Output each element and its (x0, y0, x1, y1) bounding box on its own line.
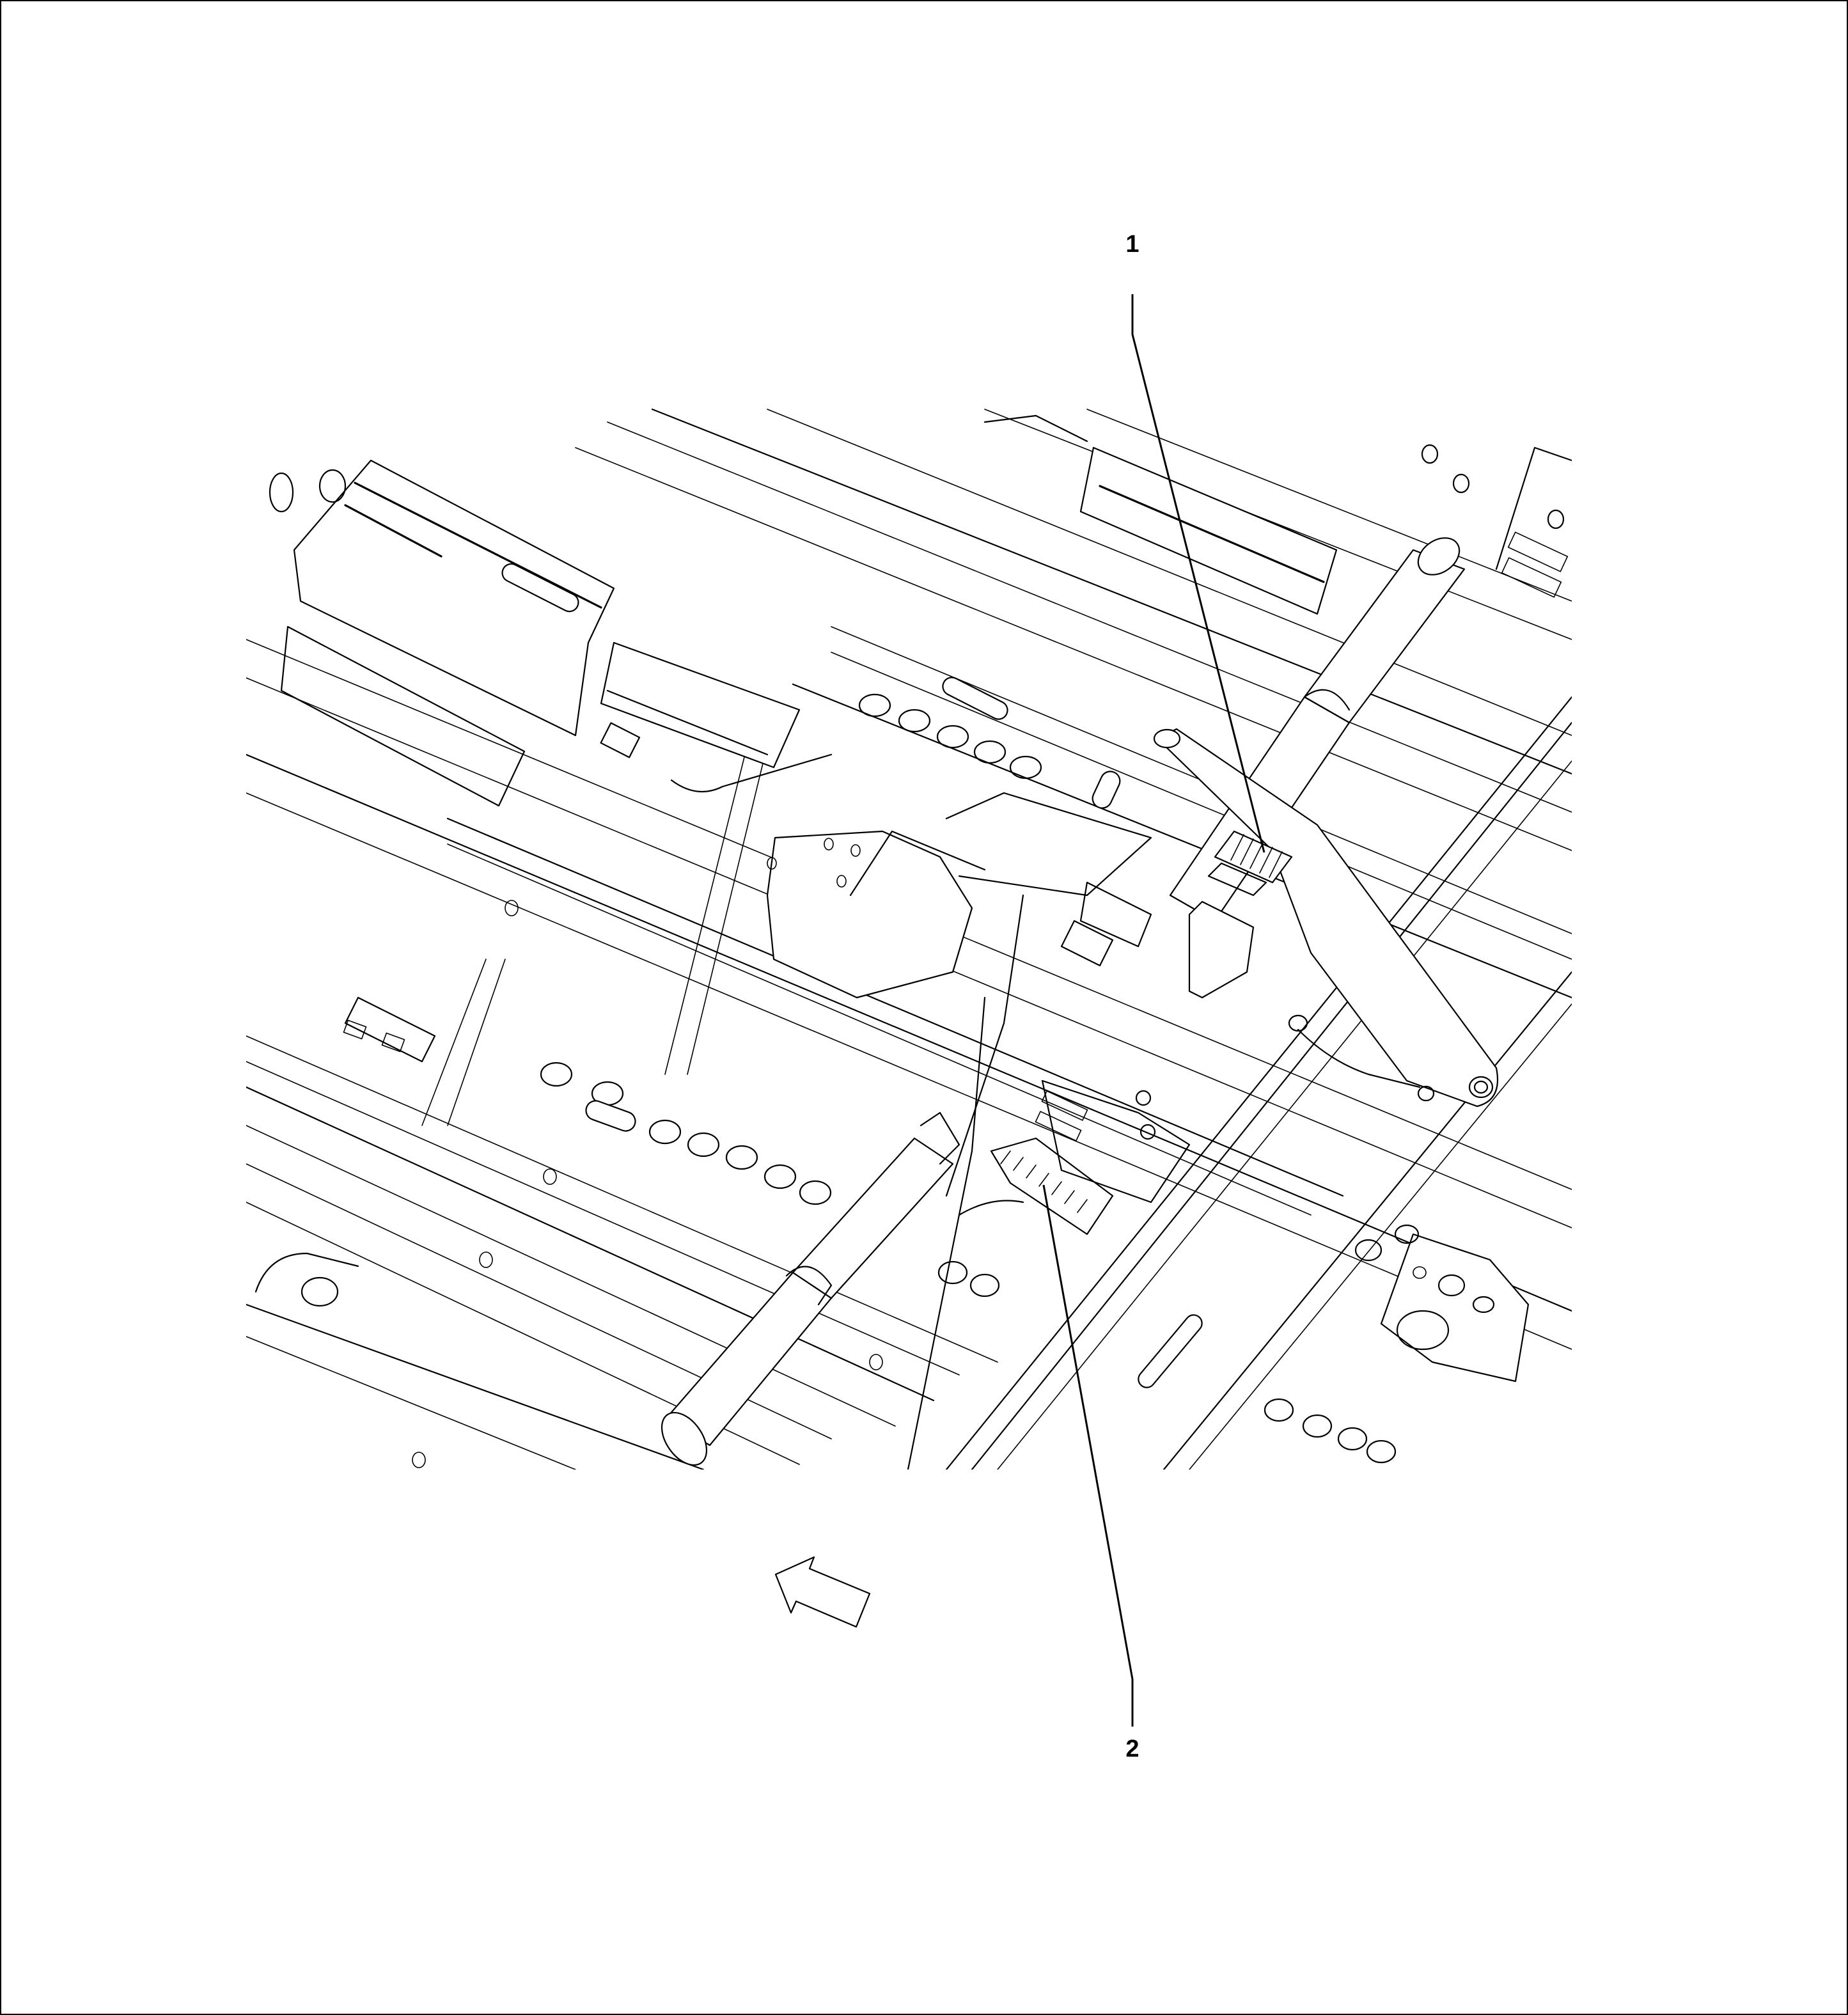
connector-block-upper (600, 641, 833, 793)
connector-1 (1207, 830, 1293, 897)
leader-line-2 (1042, 1184, 1134, 1727)
rod-lower (661, 1111, 960, 1466)
hole-row-lower (412, 900, 1000, 1468)
center-bracket (766, 792, 1152, 1470)
right-block (1138, 1224, 1530, 1464)
hole-row-upper (858, 677, 1121, 809)
lever-arm (1153, 728, 1499, 1108)
upper-left-bracket (269, 459, 615, 807)
callout-1: 1 (1125, 231, 1139, 258)
actuator-block (1060, 881, 1421, 1088)
connector-2 (958, 1079, 1191, 1235)
lower-left-boss (254, 996, 436, 1307)
callout-2: 2 (1125, 1736, 1139, 1762)
upper-right-panel (983, 414, 1572, 615)
cross-members (421, 696, 1572, 1470)
front-direction-arrow-icon (774, 1556, 871, 1628)
leader-line-1 (1131, 294, 1265, 853)
illustration-body (246, 408, 1572, 1470)
